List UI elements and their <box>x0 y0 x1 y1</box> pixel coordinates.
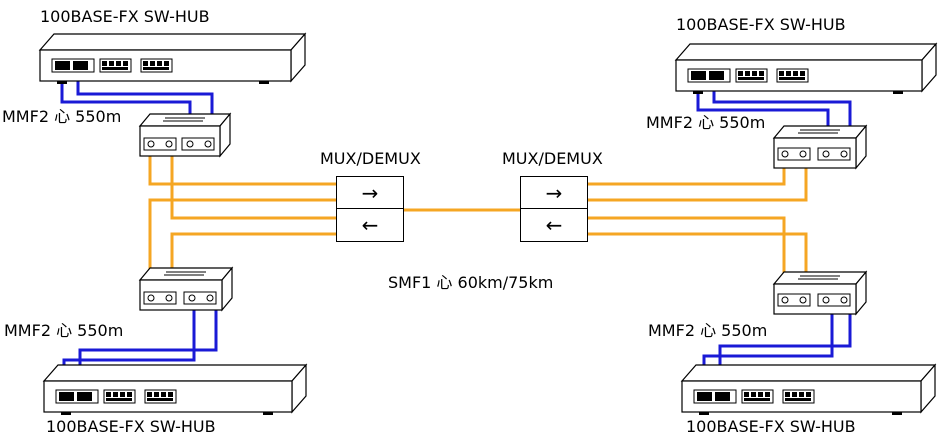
rx-arrow-icon: ← <box>361 213 379 237</box>
media-converter-bottom-left <box>138 266 234 312</box>
mmf-label-bottom-left: MMF2 心 550m <box>4 321 124 340</box>
smf-fiber <box>588 158 786 186</box>
media-converter-top-right <box>772 124 868 170</box>
media-converter-bottom-right <box>772 270 868 316</box>
smf-fiber <box>588 158 808 202</box>
smf-fiber <box>170 146 336 220</box>
smf-fiber <box>148 198 336 298</box>
sw-hub-bottom-left <box>42 363 308 415</box>
rx-arrow-icon: ← <box>545 213 563 237</box>
smf-label: SMF1 心 60km/75km <box>388 273 554 292</box>
mmf-label-top-left: MMF2 心 550m <box>2 107 122 126</box>
mux-label-left: MUX/DEMUX <box>320 149 421 168</box>
hub-label-bottom-left: 100BASE-FX SW-HUB <box>46 417 216 436</box>
smf-fiber <box>588 232 808 300</box>
tx-arrow-icon: → <box>521 177 587 209</box>
mux-demux-right: → ← <box>520 176 588 242</box>
smf-fiber <box>148 146 336 186</box>
smf-fiber <box>588 216 786 300</box>
media-converter-top-left <box>138 112 232 158</box>
hub-label-top-right: 100BASE-FX SW-HUB <box>676 15 846 34</box>
mux-label-right: MUX/DEMUX <box>502 149 603 168</box>
tx-arrow-icon: → <box>337 177 403 209</box>
sw-hub-bottom-right <box>680 363 937 415</box>
sw-hub-top-left <box>38 32 307 84</box>
mmf-label-top-right: MMF2 心 550m <box>646 113 766 132</box>
hub-label-bottom-right: 100BASE-FX SW-HUB <box>686 417 856 436</box>
hub-label-top-left: 100BASE-FX SW-HUB <box>40 7 210 26</box>
sw-hub-top-right <box>674 42 938 94</box>
mmf-label-bottom-right: MMF2 心 550m <box>648 321 768 340</box>
mux-demux-left: → ← <box>336 176 404 242</box>
